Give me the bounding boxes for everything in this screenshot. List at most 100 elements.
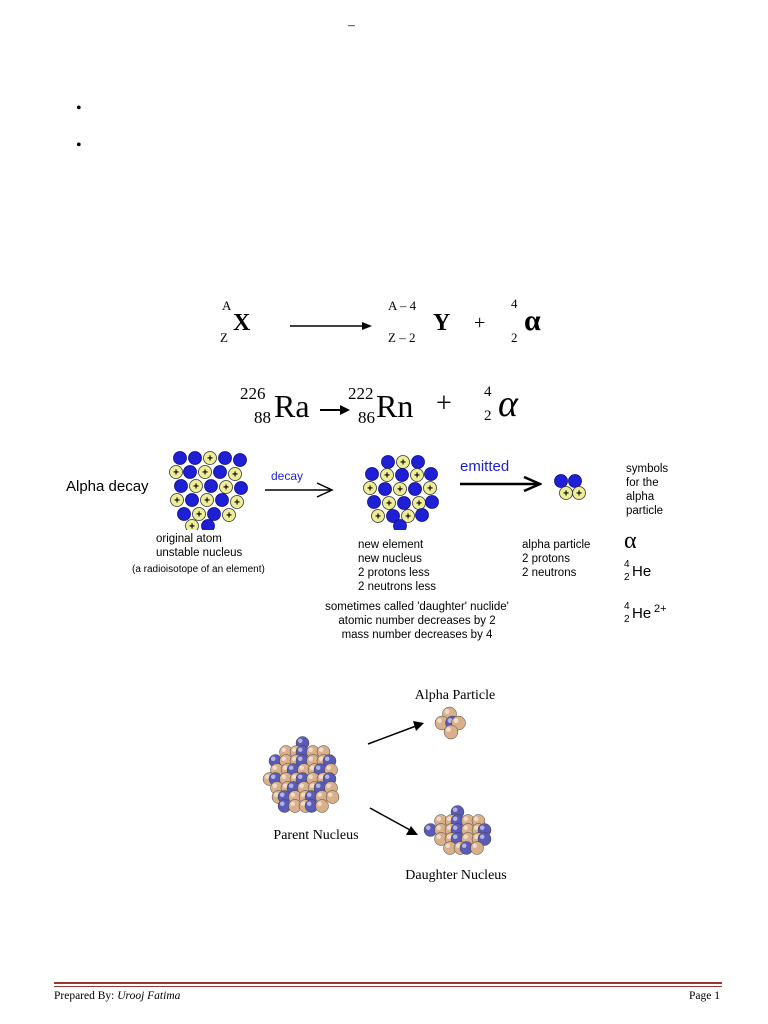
radium-reaction-arrow bbox=[320, 405, 350, 415]
svg-text:+: + bbox=[384, 471, 390, 482]
proton-icon bbox=[443, 724, 459, 740]
ra-symbol: Ra bbox=[274, 388, 310, 424]
svg-text:+: + bbox=[173, 468, 179, 479]
proton-icon: + bbox=[393, 482, 407, 496]
neutron-icon bbox=[234, 481, 248, 495]
ra-atomic-number: 88 bbox=[254, 408, 271, 427]
neutron-icon bbox=[365, 467, 379, 481]
footer-page-number: Page 1 bbox=[689, 990, 720, 1002]
svg-text:+: + bbox=[204, 496, 210, 507]
svg-text:+: + bbox=[234, 498, 240, 509]
proton-icon: + bbox=[423, 481, 437, 495]
symbol-alpha: α bbox=[624, 528, 637, 554]
bullet-1: • bbox=[76, 100, 82, 117]
svg-text:+: + bbox=[196, 510, 202, 521]
original-atom-label: original atom unstable nucleus bbox=[156, 533, 243, 559]
parent-atomic-number: Z bbox=[220, 330, 228, 345]
neutron-icon bbox=[411, 455, 425, 469]
arrow-to-daughter bbox=[369, 807, 418, 835]
proton-icon: + bbox=[200, 493, 214, 507]
arrow-to-alpha bbox=[367, 721, 424, 745]
footer-rule-bottom bbox=[54, 986, 722, 987]
svg-text:+: + bbox=[563, 489, 569, 500]
proton-icon: + bbox=[169, 465, 183, 479]
neutron-icon bbox=[233, 453, 247, 467]
general-alpha-decay-equation: A Z X A – 4 Z – 2 Y + 4 2 α bbox=[220, 294, 580, 354]
alpha-mass-number: 4 bbox=[484, 384, 492, 400]
proton-icon: + bbox=[170, 493, 184, 507]
svg-text:+: + bbox=[202, 468, 208, 479]
neutron-icon bbox=[218, 451, 232, 465]
proton-icon: + bbox=[192, 507, 206, 521]
neutron-icon bbox=[393, 519, 407, 530]
proton-icon bbox=[470, 841, 484, 855]
daughter-nucleus: ++++++++++ bbox=[363, 455, 439, 530]
neutron-icon bbox=[215, 493, 229, 507]
svg-text:+: + bbox=[576, 489, 582, 500]
plus-sign: + bbox=[474, 312, 486, 334]
daughter-notes: sometimes called 'daughter' nuclide' ato… bbox=[325, 601, 509, 641]
proton-icon bbox=[315, 799, 329, 813]
neutron-icon bbox=[415, 508, 429, 522]
svg-text:+: + bbox=[226, 511, 232, 522]
alpha-decay-diagram: Alpha decay ++++++++++++ decay +++++++++… bbox=[60, 446, 710, 651]
neutron-icon bbox=[408, 482, 422, 496]
radioisotope-note: (a radioisotope of an element) bbox=[132, 564, 265, 575]
neutron-icon bbox=[367, 495, 381, 509]
neutron-icon bbox=[425, 495, 439, 509]
symbol-helium-ion: 4 2 He 2+ bbox=[624, 601, 667, 625]
nucleus-emission-diagram: Alpha Particle Parent Nucleus Daughter N… bbox=[262, 688, 507, 883]
parent-mass-number: A bbox=[222, 298, 232, 313]
neutron-icon bbox=[173, 451, 187, 465]
neutron-icon bbox=[174, 479, 188, 493]
decay-arrow bbox=[265, 482, 334, 498]
svg-text:+: + bbox=[193, 482, 199, 493]
neutron-icon bbox=[381, 455, 395, 469]
svg-text:+: + bbox=[375, 512, 381, 523]
symbols-heading: symbols for the alpha particle bbox=[626, 463, 669, 517]
alpha-symbol: α bbox=[524, 304, 541, 337]
proton-icon: + bbox=[396, 455, 410, 469]
svg-text:+: + bbox=[416, 499, 422, 510]
neutron-icon bbox=[554, 474, 568, 488]
svg-text:+: + bbox=[367, 484, 373, 495]
svg-text:+: + bbox=[414, 471, 420, 482]
neutron-icon bbox=[207, 507, 221, 521]
proton-icon: + bbox=[412, 496, 426, 510]
header-dash: – bbox=[348, 18, 355, 33]
proton-icon: + bbox=[410, 468, 424, 482]
neutron-icon bbox=[185, 493, 199, 507]
svg-text:+: + bbox=[405, 512, 411, 523]
parent-nucleus-label: Parent Nucleus bbox=[273, 828, 358, 843]
proton-icon: + bbox=[380, 468, 394, 482]
parent-nucleus-graphic bbox=[262, 736, 340, 813]
proton-icon: + bbox=[228, 467, 242, 481]
bullet-2: • bbox=[76, 137, 82, 154]
neutron-icon bbox=[177, 507, 191, 521]
neutron-icon bbox=[183, 465, 197, 479]
proton-icon: + bbox=[559, 486, 573, 500]
proton-icon: + bbox=[185, 519, 199, 531]
neutron-icon bbox=[395, 468, 409, 482]
alpha-particle-graphic: ++ bbox=[554, 474, 586, 500]
proton-icon: + bbox=[189, 479, 203, 493]
proton-icon: + bbox=[198, 465, 212, 479]
rn-mass-number: 222 bbox=[348, 384, 374, 403]
proton-icon: + bbox=[572, 486, 586, 500]
neutron-icon bbox=[568, 474, 582, 488]
svg-text:+: + bbox=[427, 484, 433, 495]
ra-mass-number: 226 bbox=[240, 384, 266, 403]
alpha-atomic-number: 2 bbox=[484, 408, 492, 424]
alpha-particle-info: alpha particle 2 protons 2 neutrons bbox=[522, 539, 591, 579]
neutron-icon bbox=[201, 519, 215, 530]
rn-atomic-number: 86 bbox=[358, 408, 375, 427]
footer-rule-top bbox=[54, 982, 722, 984]
decay-label: decay bbox=[271, 469, 304, 483]
rn-symbol: Rn bbox=[376, 388, 414, 424]
alpha-particle-label: Alpha Particle bbox=[415, 688, 495, 703]
svg-text:+: + bbox=[386, 499, 392, 510]
symbol-helium: 4 2 He bbox=[624, 559, 652, 583]
neutron-icon bbox=[213, 465, 227, 479]
svg-text:+: + bbox=[189, 522, 195, 531]
neutron-icon bbox=[204, 479, 218, 493]
